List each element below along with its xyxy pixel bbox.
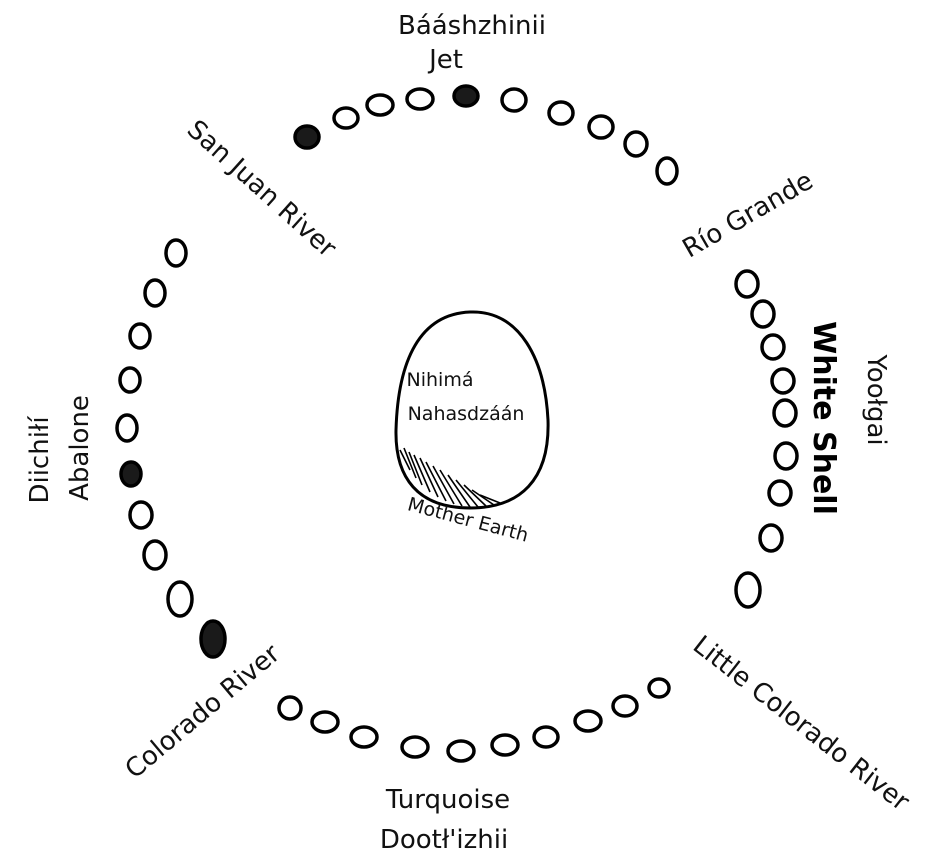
east-english-label: White Shell bbox=[806, 321, 841, 515]
center-line-1: Nihimá bbox=[407, 369, 474, 391]
bead bbox=[448, 741, 474, 761]
east-native-label: Yoołgai bbox=[861, 353, 891, 445]
east-bead-arc bbox=[736, 271, 797, 607]
bead bbox=[657, 158, 677, 184]
north-bead-arc bbox=[295, 86, 677, 184]
bead bbox=[736, 271, 758, 297]
bead bbox=[201, 621, 225, 657]
south-native-label: Dootł'izhii bbox=[380, 825, 508, 855]
bead bbox=[774, 400, 796, 426]
bead bbox=[549, 102, 573, 124]
bead bbox=[334, 108, 358, 128]
north-native-label: Bááshzhinii bbox=[398, 11, 546, 41]
bead bbox=[168, 582, 192, 616]
bead bbox=[736, 573, 760, 607]
bead bbox=[769, 481, 791, 505]
bead bbox=[649, 679, 669, 697]
bead bbox=[279, 697, 301, 719]
bead bbox=[589, 116, 613, 138]
bead bbox=[752, 301, 774, 327]
bead bbox=[166, 240, 186, 266]
south-bead-arc bbox=[279, 679, 669, 761]
bead bbox=[130, 502, 152, 528]
bead bbox=[534, 727, 558, 747]
bead bbox=[772, 369, 794, 393]
bead bbox=[492, 735, 518, 755]
west-native-label: Diichiłí bbox=[25, 416, 55, 504]
north-english-label: Jet bbox=[427, 45, 463, 75]
bead bbox=[144, 541, 166, 569]
west-english-label: Abalone bbox=[65, 395, 95, 501]
bead bbox=[762, 335, 784, 359]
bead bbox=[351, 727, 377, 747]
bead bbox=[295, 126, 319, 148]
bead bbox=[402, 737, 428, 757]
center-line-2: Nahasdzáán bbox=[408, 403, 525, 425]
bead bbox=[407, 89, 433, 109]
bead bbox=[117, 415, 137, 441]
bead bbox=[130, 324, 150, 348]
west-bead-arc bbox=[117, 240, 225, 657]
bead bbox=[613, 696, 637, 716]
river-southwest-label: Colorado River bbox=[120, 639, 286, 786]
bead bbox=[760, 525, 782, 551]
river-northeast-label: Río Grande bbox=[678, 166, 819, 265]
south-english-label: Turquoise bbox=[385, 785, 510, 815]
bead bbox=[502, 89, 526, 111]
bead bbox=[775, 443, 797, 469]
bead bbox=[312, 712, 338, 732]
bead bbox=[575, 711, 601, 731]
river-southeast-label: Little Colorado River bbox=[687, 630, 915, 817]
bead bbox=[367, 95, 393, 115]
bead bbox=[625, 132, 647, 156]
bead bbox=[145, 280, 165, 306]
bead bbox=[454, 86, 478, 106]
bead bbox=[121, 462, 141, 486]
bead bbox=[120, 368, 140, 392]
